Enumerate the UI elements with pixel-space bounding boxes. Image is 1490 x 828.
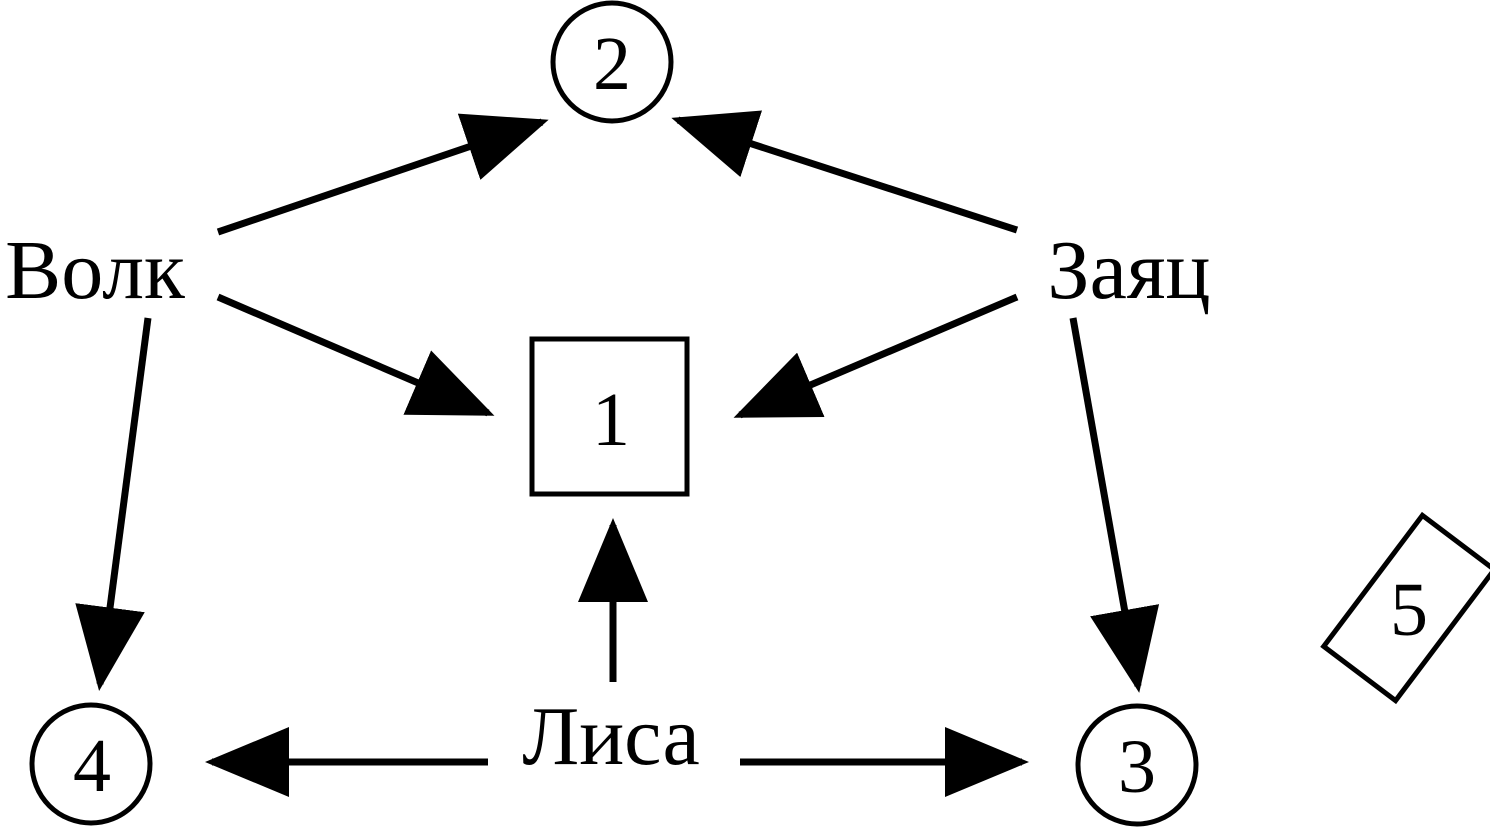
node-1-label: 1 [592,378,630,462]
arrow-wolf-to-2 [216,113,549,236]
node-2-label: 2 [593,22,631,106]
node-2: 2 [550,0,674,124]
node-4: 4 [29,702,153,826]
node-3-label: 3 [1118,725,1156,809]
node-5: 5 [1320,511,1490,705]
node-1-square [529,336,690,497]
animal-fox-label: Лиса [522,690,700,783]
node-3: 3 [1075,703,1199,827]
node-5-label: 5 [1390,568,1428,652]
arrow-hare-to-3 [1069,317,1160,693]
arrow-wolf-to-4 [75,317,152,691]
node-2-circle [550,0,674,124]
node-1: 1 [529,336,690,497]
arrow-hare-to-2 [671,110,1019,234]
animal-hare-label: Заяц [1048,224,1211,317]
node-5-rect [1320,511,1490,705]
arrow-wolf-to-1 [216,293,495,417]
node-3-circle [1075,703,1199,827]
node-4-label: 4 [73,724,111,808]
node-4-circle [29,702,153,826]
arrow-hare-to-1 [733,293,1019,419]
animal-wolf-label: Волк [5,224,185,317]
